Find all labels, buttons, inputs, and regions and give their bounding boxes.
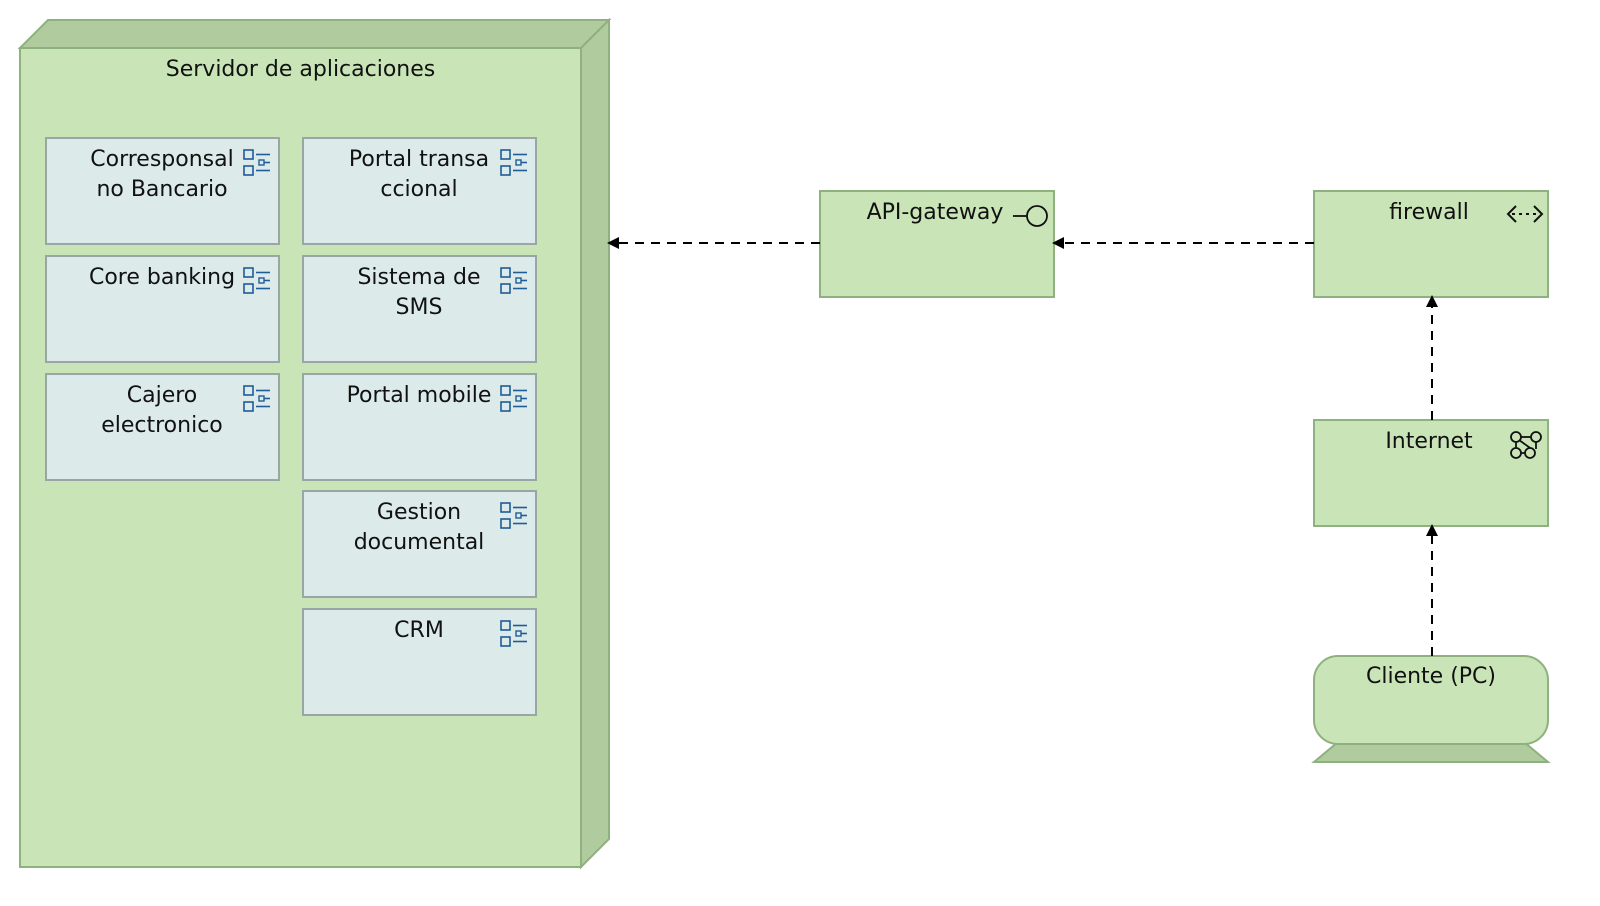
server-node-side — [580, 17, 610, 870]
component-label: Corresponsal no Bancario — [90, 147, 234, 202]
component-portal-transaccional[interactable] — [302, 137, 537, 245]
component-portal-mobile[interactable] — [302, 373, 537, 481]
interface-icon — [1013, 205, 1048, 227]
firewall-node[interactable] — [1313, 190, 1549, 298]
internet-label: Internet — [1385, 429, 1473, 454]
component-label: Gestion documental — [353, 500, 485, 555]
component-corresponsal[interactable] — [45, 137, 280, 245]
component-label: Cajero electronico — [101, 383, 223, 438]
component-gestion-documental[interactable] — [302, 490, 537, 598]
server-node-top — [17, 19, 612, 49]
firewall-label: firewall — [1389, 200, 1469, 225]
component-label: Portal transaccional — [348, 147, 490, 202]
client-label: Cliente (PC) — [1365, 664, 1496, 689]
component-sistema-sms[interactable] — [302, 255, 537, 363]
component-label: Core banking — [88, 265, 236, 290]
component-boxes — [45, 137, 537, 716]
component-cajero-electronico[interactable] — [45, 373, 280, 481]
component-crm[interactable] — [302, 608, 537, 716]
component-core-banking[interactable] — [45, 255, 280, 363]
path-icon — [1506, 205, 1544, 223]
component-label: CRM — [394, 618, 444, 643]
component-label: Portal mobile — [346, 383, 492, 408]
server-title: Servidor de aplicaciones — [165, 57, 436, 82]
api-gateway-label: API-gateway — [866, 200, 1004, 225]
connectors — [607, 237, 1438, 656]
network-icon — [1510, 431, 1542, 459]
api-gateway-node[interactable] — [819, 190, 1055, 298]
internet-node[interactable] — [1313, 419, 1549, 527]
component-label: Sistema de SMS — [357, 265, 481, 320]
